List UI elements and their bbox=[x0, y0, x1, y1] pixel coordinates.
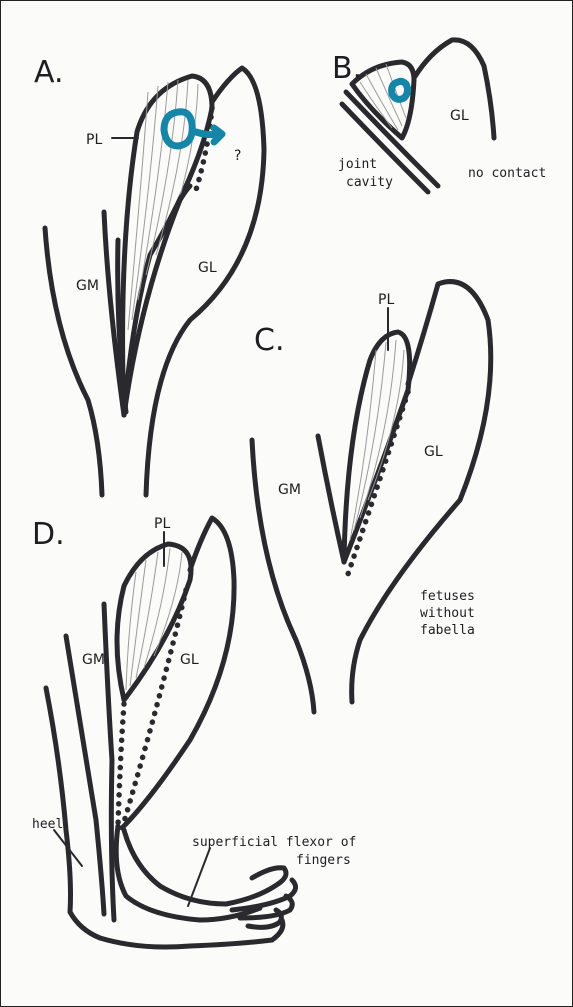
panel-c-pl-label: PL bbox=[378, 292, 394, 308]
panel-d-dotted-tendon-1 bbox=[118, 704, 124, 826]
panel-d-gl-label: GL bbox=[180, 652, 199, 668]
panel-c-pl-fibers bbox=[350, 340, 404, 540]
panel-d-gm-label: GM bbox=[82, 652, 105, 668]
panel-c-gl-label: GL bbox=[424, 444, 443, 460]
panel-d-pl-label: PL bbox=[154, 516, 170, 532]
panel-c-note-line3: fabella bbox=[420, 623, 475, 638]
panel-c: C. PL GM GL fetuses without fabella bbox=[252, 282, 491, 712]
panel-d-flexor-label-1: superficial flexor of bbox=[192, 835, 356, 850]
panel-c-note-line2: without bbox=[420, 606, 475, 621]
panel-a-highlight-ring bbox=[164, 112, 192, 146]
panel-a-letter: A. bbox=[34, 55, 64, 90]
panel-d-flexor-leader bbox=[188, 848, 210, 906]
panel-a: A. PL ? GM GL bbox=[34, 55, 264, 495]
panel-d-leg-inner-2 bbox=[104, 604, 114, 920]
panel-d: D. PL GM GL bbox=[32, 516, 356, 947]
panel-d-fingers bbox=[226, 868, 296, 940]
panel-c-letter: C. bbox=[254, 323, 284, 358]
panel-a-gm-label: GM bbox=[76, 278, 99, 294]
panel-b: B. GL joint cavity no contact bbox=[332, 40, 546, 192]
panel-a-gl-label: GL bbox=[198, 260, 217, 276]
panel-d-flexor-label-2: fingers bbox=[296, 853, 351, 868]
panel-b-cavity-label: cavity bbox=[346, 175, 393, 190]
panel-c-note-line1: fetuses bbox=[420, 589, 475, 604]
panel-b-no-contact-label: no contact bbox=[468, 166, 546, 181]
panel-c-pl-outline bbox=[344, 332, 410, 562]
panel-a-gl-strand bbox=[124, 186, 190, 415]
panel-c-gm-label: GM bbox=[278, 482, 301, 498]
panel-b-gl-label: GL bbox=[450, 108, 469, 124]
panel-a-gm-outline bbox=[45, 228, 102, 495]
panel-b-joint-label: joint bbox=[338, 157, 377, 172]
panel-c-gm-inner bbox=[318, 436, 344, 562]
panel-a-pl-label: PL bbox=[86, 132, 102, 148]
panel-a-question: ? bbox=[234, 148, 241, 164]
panel-c-gm-outline bbox=[252, 440, 314, 712]
panel-d-letter: D. bbox=[32, 517, 65, 552]
panel-b-highlight-ring bbox=[392, 81, 408, 99]
panel-d-heel-label: heel bbox=[32, 817, 63, 832]
